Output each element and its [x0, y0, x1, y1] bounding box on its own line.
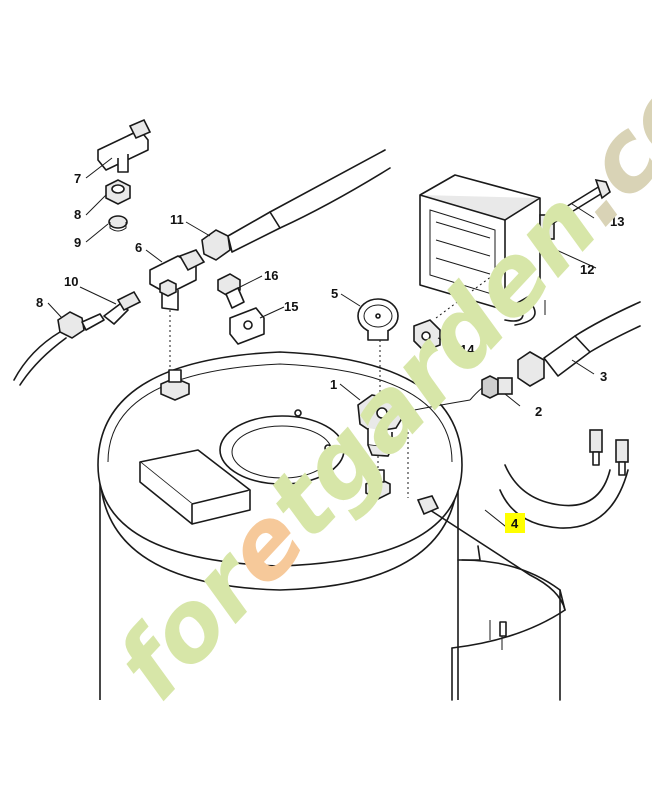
tank-top-fitting-center — [365, 469, 391, 500]
part-3-hose-end — [517, 301, 641, 387]
callout-4: 4 — [511, 516, 519, 531]
part-1-thermostat-body — [357, 340, 471, 470]
part-15-bracket — [229, 307, 265, 345]
callout-8: 8 — [74, 207, 81, 222]
flexible-hoses — [499, 429, 629, 529]
callout-3: 3 — [600, 369, 607, 384]
control-recess — [139, 449, 251, 525]
callout-12: 12 — [580, 262, 594, 277]
callout-8-lower: 8 — [36, 295, 43, 310]
callout-labels: 1 2 3 4 5 6 7 8 8 9 10 11 12 13 14 15 16 — [36, 171, 624, 533]
callout-13: 13 — [610, 214, 624, 229]
part-9-olive — [108, 215, 128, 232]
callout-2: 2 — [535, 404, 542, 419]
part-10-union — [103, 290, 142, 325]
callout-14: 14 — [460, 342, 475, 357]
part-14-clip — [413, 269, 501, 352]
callout-1: 1 — [330, 377, 337, 392]
part-7-tee-fitting — [97, 118, 152, 173]
callout-15: 15 — [284, 299, 298, 314]
callout-7: 7 — [74, 171, 81, 186]
callout-16: 16 — [264, 268, 278, 283]
callout-9: 9 — [74, 235, 81, 250]
capillary-pipe — [13, 331, 61, 381]
part-16-screw — [217, 273, 245, 309]
part-13-bolt — [547, 178, 611, 225]
leader-lines — [47, 157, 597, 531]
part-5-pressure-gauge — [357, 298, 399, 341]
callout-5: 5 — [331, 286, 338, 301]
callout-11: 11 — [170, 212, 184, 227]
part-8-nut-lower — [57, 311, 105, 339]
callout-10: 10 — [64, 274, 78, 289]
part-6-elbow-fitting — [149, 249, 206, 370]
callout-6: 6 — [135, 240, 142, 255]
part-12-control-box — [419, 174, 555, 326]
tank-opening — [219, 415, 345, 485]
part-11-hose — [201, 149, 391, 261]
part-8-nut — [105, 179, 131, 205]
part-4-capillary-tube — [407, 432, 566, 611]
tank-top-fitting-left — [160, 369, 190, 401]
callout-4-highlight — [505, 513, 525, 533]
